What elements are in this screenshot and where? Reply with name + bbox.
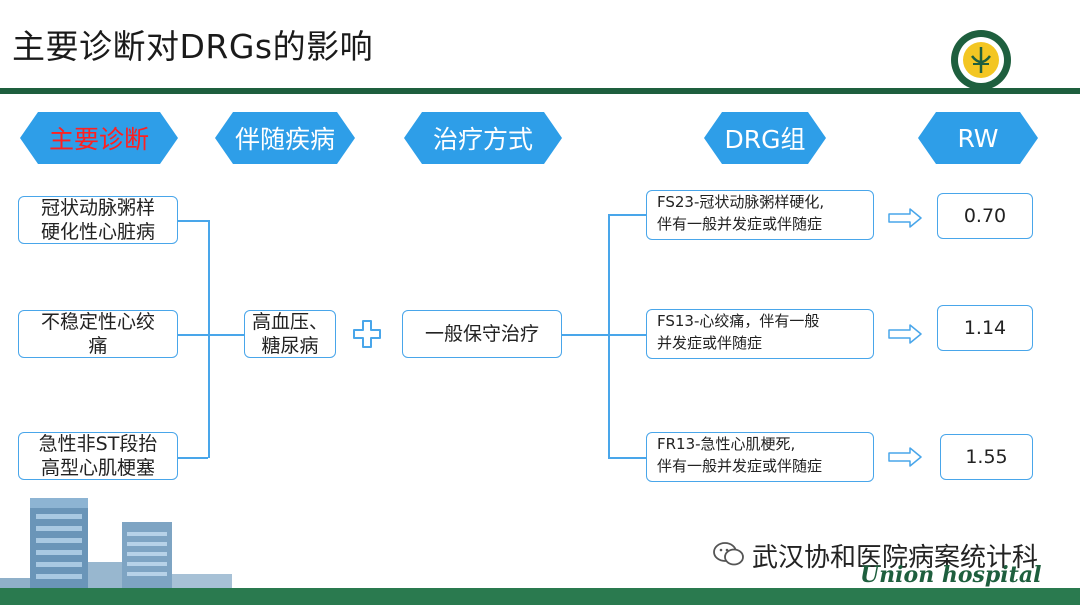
drg-group-box: FS23-冠状动脉粥样硬化, 伴有一般并发症或伴随症 <box>646 190 874 240</box>
arrow-right-icon <box>888 324 922 344</box>
comorbidity-box: 高血压、 糖尿病 <box>244 310 336 358</box>
comorbidity-line: 糖尿病 <box>261 335 319 357</box>
footer-bar <box>0 588 1080 605</box>
wechat-icon <box>713 542 744 566</box>
diagnosis-line: 冠状动脉粥样 <box>40 197 155 219</box>
connector-line <box>178 220 208 222</box>
footer-account-name: 武汉协和医院病案统计科 <box>752 543 1039 573</box>
header-main-diagnosis: 主要诊断 <box>20 112 178 164</box>
connector-line <box>178 334 208 336</box>
connector-line <box>562 334 608 336</box>
footer-hospital-name: Union hospital <box>860 562 1042 588</box>
drg-group-box: FR13-急性心肌梗死, 伴有一般并发症或伴随症 <box>646 432 874 482</box>
diagnosis-line: 硬化性心脏病 <box>40 221 155 243</box>
connector-line <box>178 457 208 459</box>
connector-line <box>208 334 244 336</box>
connector-line <box>608 334 646 336</box>
hospital-logo <box>951 30 1011 90</box>
connector-line <box>608 214 610 457</box>
drg-group-line: FS23-冠状动脉粥样硬化, <box>657 193 825 211</box>
comorbidity-line: 高血压、 <box>251 311 328 333</box>
hospital-building-image <box>0 498 300 605</box>
treatment-box: 一般保守治疗 <box>402 310 562 358</box>
diagnosis-line: 高型心肌梗塞 <box>40 457 155 479</box>
drg-group-line: FS13-心绞痛，伴有一般 <box>657 312 820 330</box>
connector-line <box>208 220 210 458</box>
page-title: 主要诊断对DRGs的影响 <box>12 27 374 66</box>
header-divider <box>0 88 1080 94</box>
rw-value-box: 1.14 <box>937 305 1033 351</box>
header-rw: RW <box>918 112 1038 164</box>
drg-group-line: 伴有一般并发症或伴随症 <box>657 457 823 475</box>
header-drg-group: DRG组 <box>704 112 826 164</box>
diagnosis-line: 痛 <box>88 335 108 357</box>
drg-group-line: FR13-急性心肌梗死, <box>657 435 796 453</box>
plus-icon <box>353 320 381 348</box>
rw-value-box: 0.70 <box>937 193 1033 239</box>
diagnosis-box: 冠状动脉粥样 硬化性心脏病 <box>18 196 178 244</box>
rw-value-box: 1.55 <box>940 434 1033 480</box>
connector-line <box>608 457 646 459</box>
drg-group-line: 伴有一般并发症或伴随症 <box>657 215 823 233</box>
arrow-right-icon <box>888 208 922 228</box>
diagnosis-box: 急性非ST段抬 高型心肌梗塞 <box>18 432 178 480</box>
drg-group-box: FS13-心绞痛，伴有一般 并发症或伴随症 <box>646 309 874 359</box>
diagnosis-box: 不稳定性心绞 痛 <box>18 310 178 358</box>
arrow-right-icon <box>888 447 922 467</box>
diagnosis-line: 急性非ST段抬 <box>38 433 158 455</box>
header-comorbidity: 伴随疾病 <box>215 112 355 164</box>
diagnosis-line: 不稳定性心绞 <box>40 311 155 333</box>
drg-group-line: 并发症或伴随症 <box>657 334 763 352</box>
header-treatment: 治疗方式 <box>404 112 562 164</box>
connector-line <box>608 214 646 216</box>
